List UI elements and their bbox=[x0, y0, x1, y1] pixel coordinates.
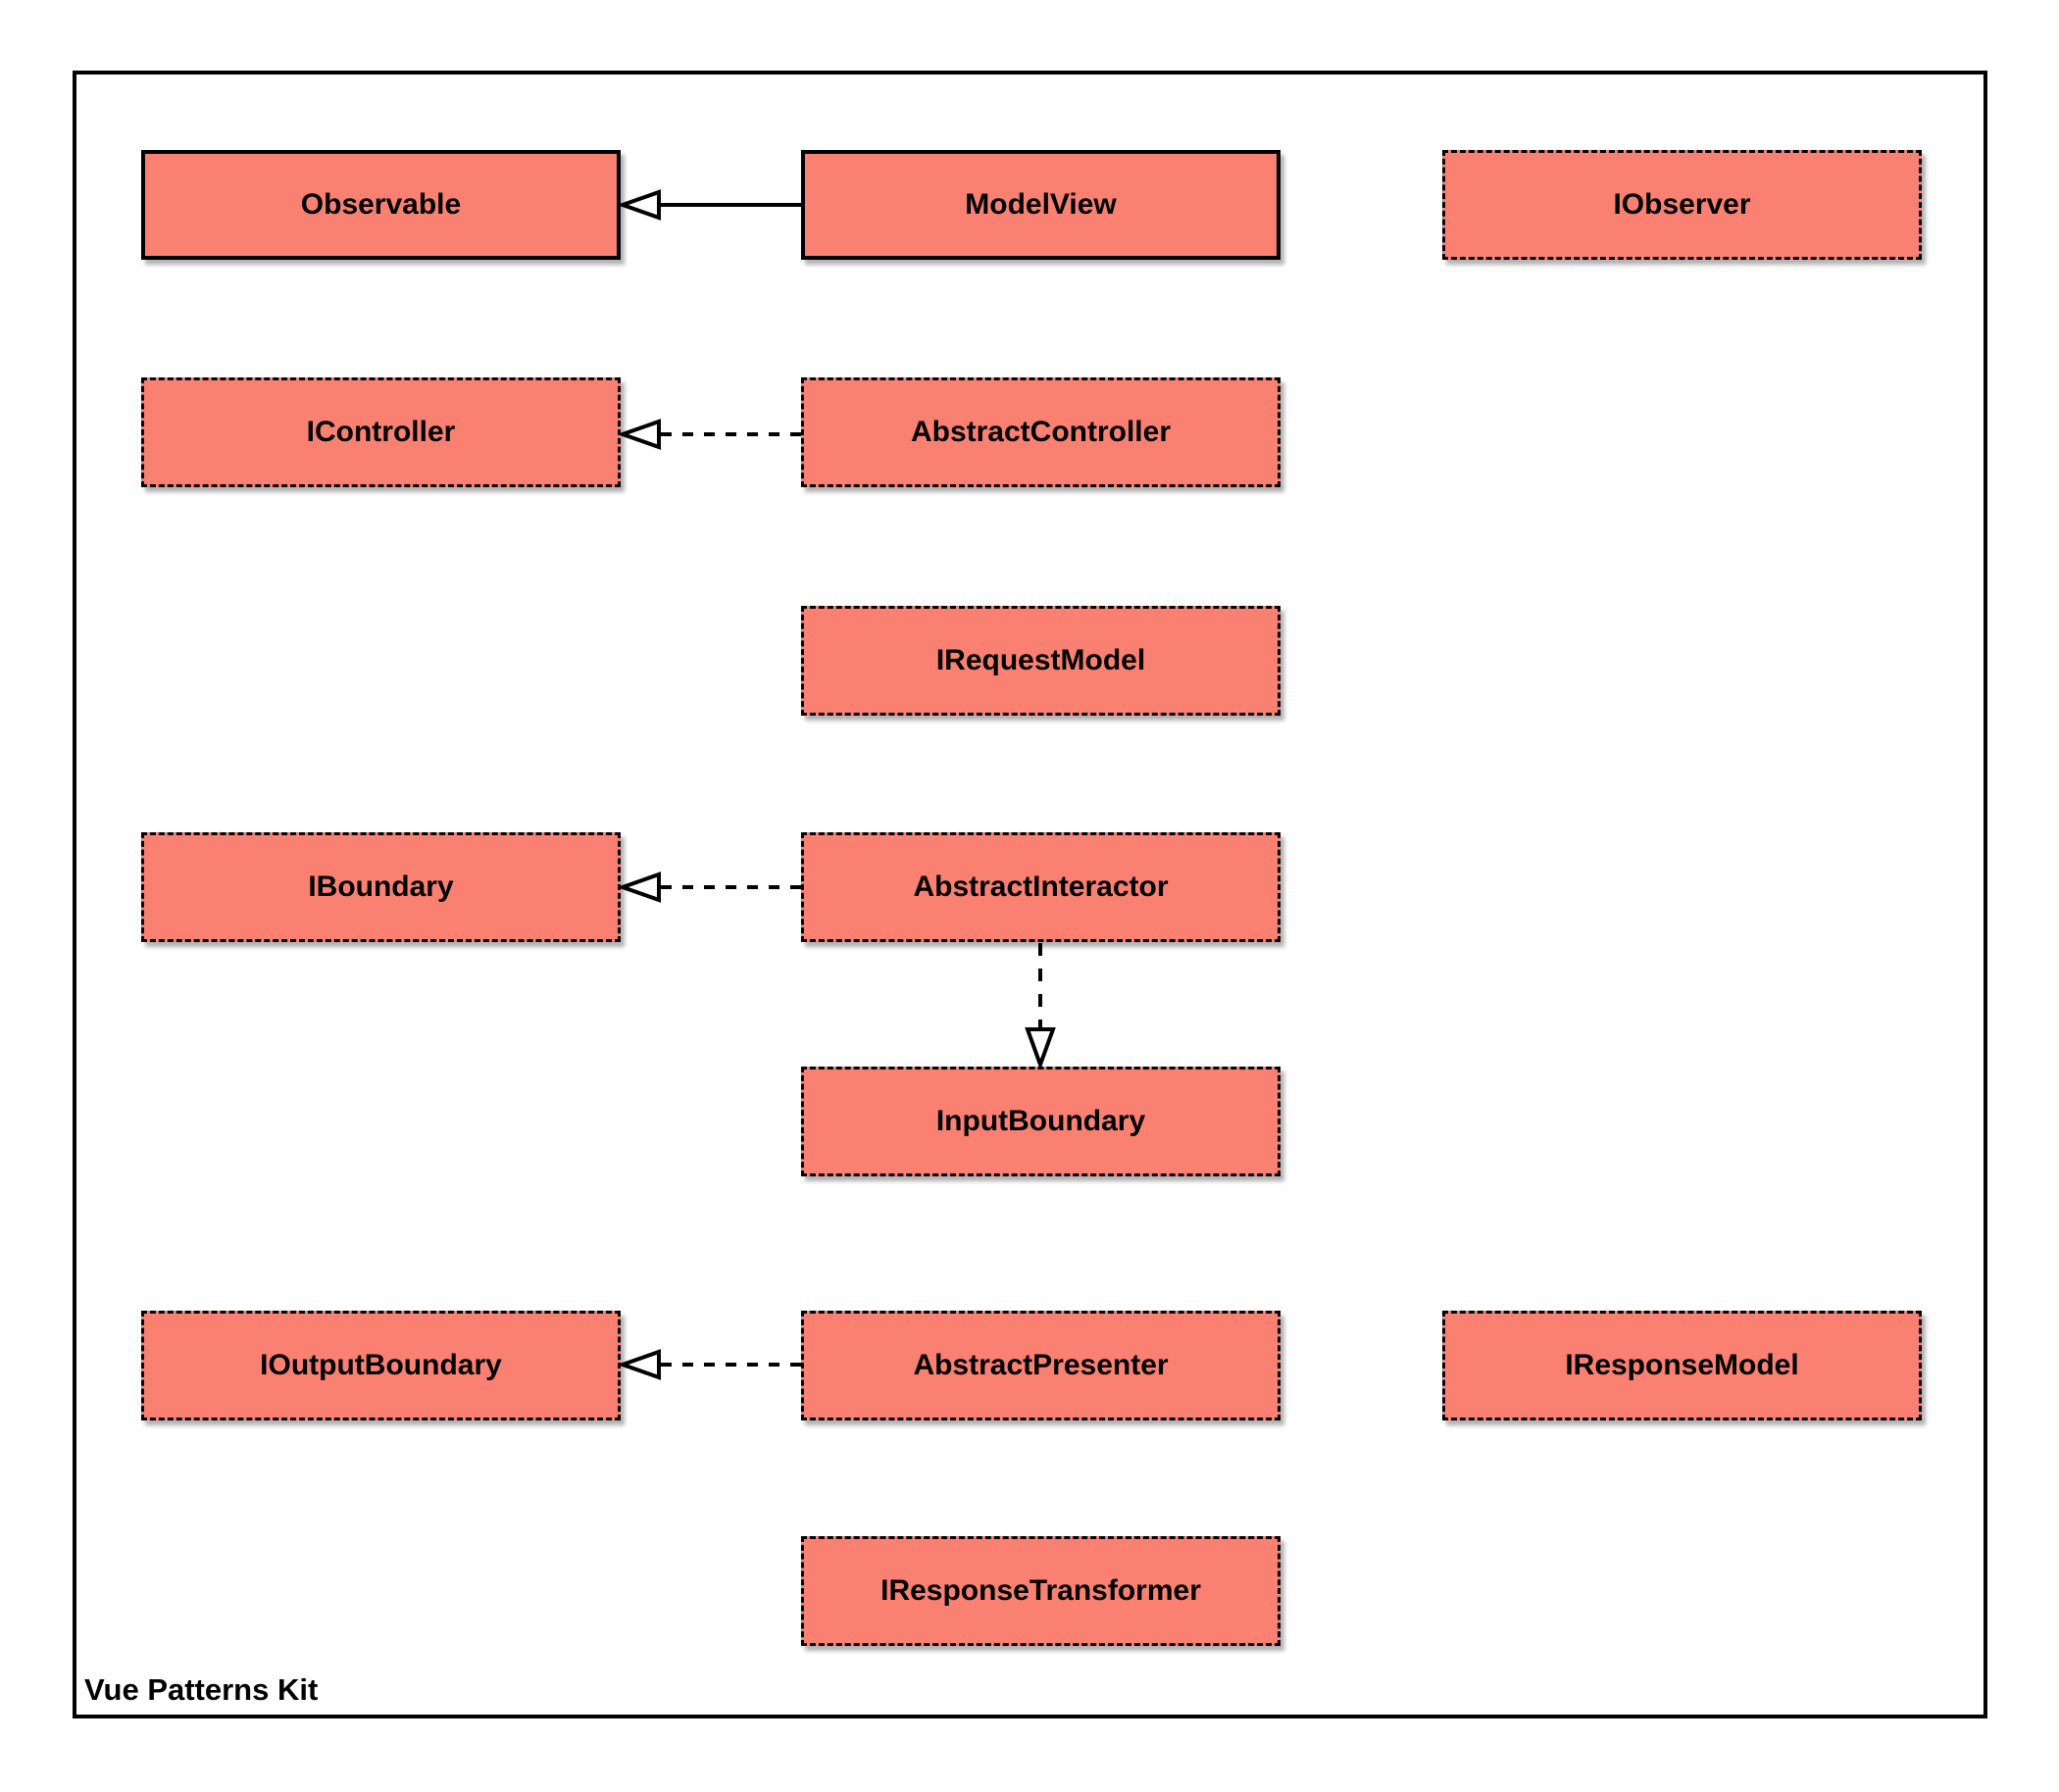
node-observable: Observable bbox=[141, 150, 621, 260]
diagram-frame bbox=[73, 71, 1987, 1718]
node-irequestmodel: IRequestModel bbox=[801, 606, 1281, 716]
node-iboundary: IBoundary bbox=[141, 832, 621, 942]
node-abstractcontroller: AbstractController bbox=[801, 377, 1281, 487]
node-ioutputboundary: IOutputBoundary bbox=[141, 1311, 621, 1420]
node-modelview: ModelView bbox=[801, 150, 1281, 260]
node-iresponsemodel: IResponseModel bbox=[1442, 1311, 1922, 1420]
node-iobserver: IObserver bbox=[1442, 150, 1922, 260]
node-inputboundary: InputBoundary bbox=[801, 1067, 1281, 1176]
node-abstractinteractor: AbstractInteractor bbox=[801, 832, 1281, 942]
diagram-title: Vue Patterns Kit bbox=[84, 1672, 319, 1707]
node-icontroller: IController bbox=[141, 377, 621, 487]
node-abstractpresenter: AbstractPresenter bbox=[801, 1311, 1281, 1420]
node-iresponsetransformer: IResponseTransformer bbox=[801, 1536, 1281, 1646]
